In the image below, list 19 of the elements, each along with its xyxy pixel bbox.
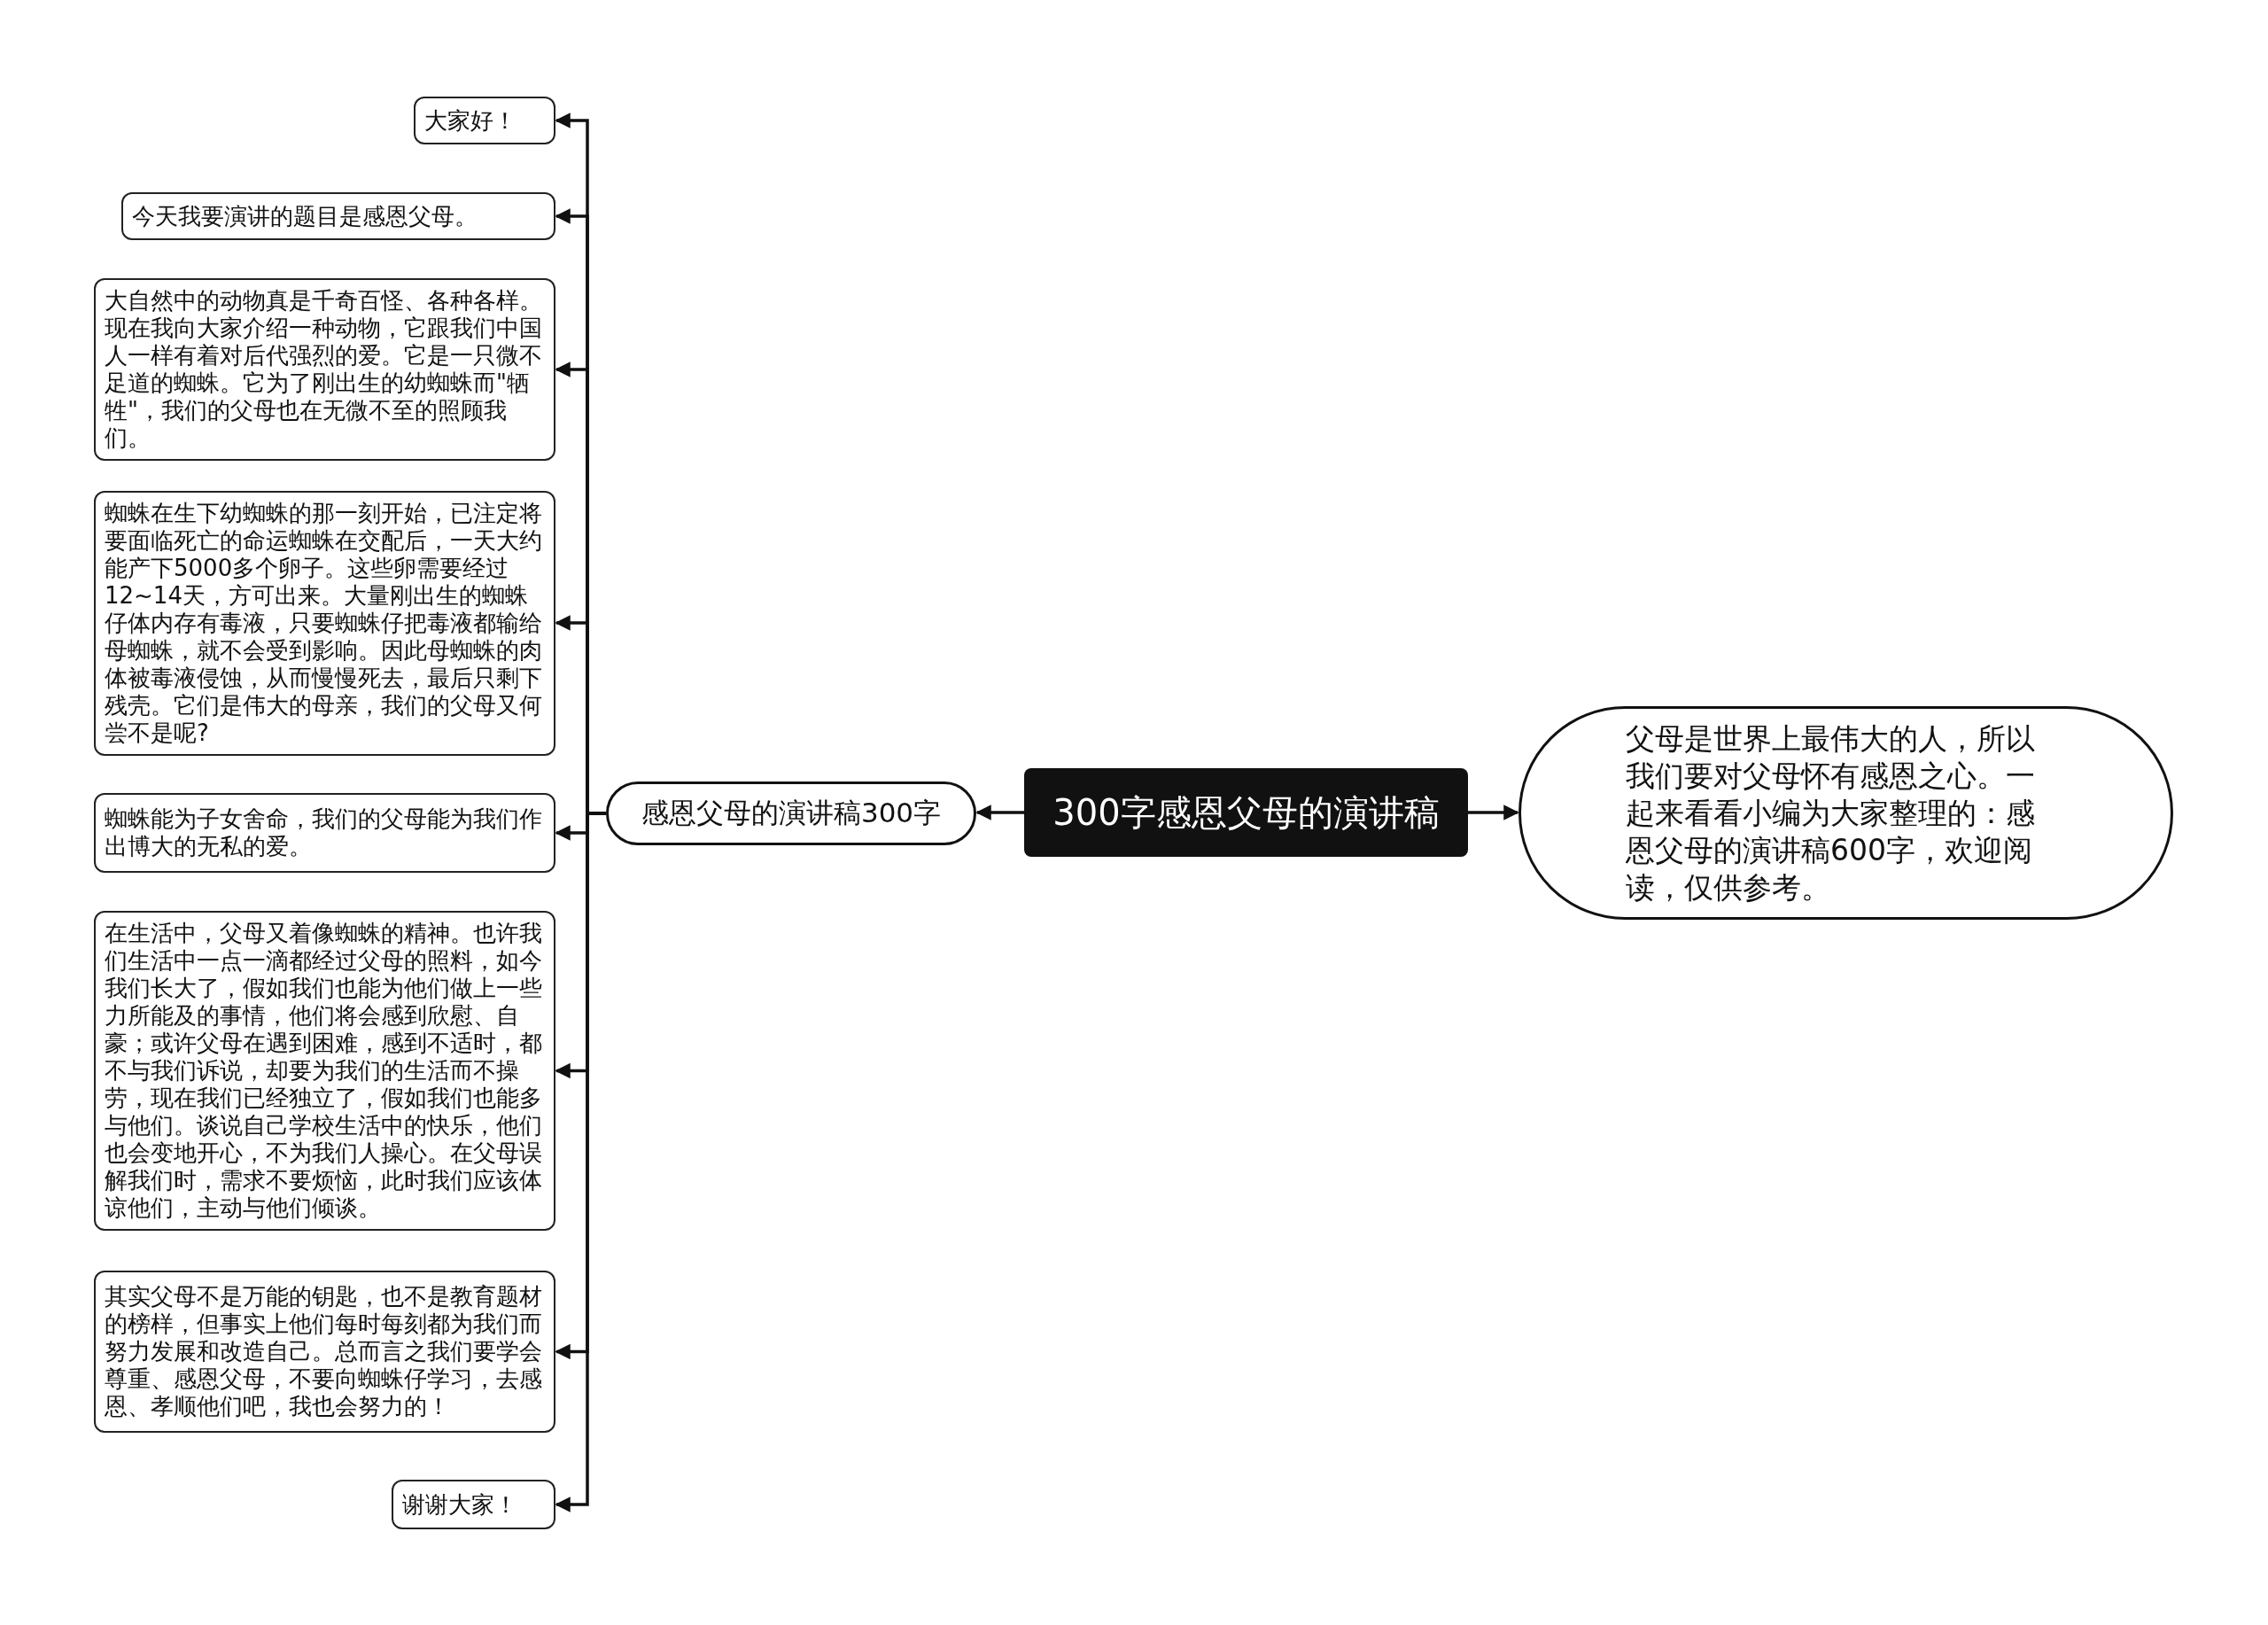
paragraph-box <box>94 1271 555 1433</box>
topic-title: 300字感恩父母的演讲稿 <box>1052 790 1440 835</box>
paragraph-box <box>414 97 555 144</box>
paragraph-text: 在生活中，父母又着像蜘蛛的精神。也许我们生活中一点一滴都经过父母的照料，如今我们长大了，假如我们也能为他们做上一些力所能及的事情，他们将会感到欣慰、自豪；或许父母在遇到困难，感到不适时，都不与我们诉说，却要为我们的生活而不操劳，现在我们已经独立了，假如我们也能多与他们。谈说自己学校生活中的快乐，他们也会变地开心，不为我们人操心。在父母误解我们时，需求不要烦恼，此时我们应该体谅他们，主动与他们倾谈。 <box>105 920 543 1222</box>
paragraph-text: 蜘蛛能为子女舍命，我们的父母能为我们作出博大的无私的爱。 <box>105 805 543 860</box>
paragraph-text: 其实父母不是万能的钥匙，也不是教育题材的榜样，但事实上他们每时每刻都为我们而努力发展和改造自己。总而言之我们要学会尊重、感恩父母，不要向蜘蛛仔学习，去感恩、孝顺他们吧，我也会努力的！ <box>105 1283 543 1420</box>
summary-text: 父母是世界上最伟大的人，所以我们要对父母怀有感恩之心。一起来看看小编为大家整理的：感恩父母的演讲稿600字，欢迎阅读，仅供参考。 <box>1626 719 2036 906</box>
paragraph-box <box>392 1480 555 1529</box>
arrow <box>975 805 1024 820</box>
paragraph-text: 大家好！ <box>424 106 517 135</box>
arrow <box>1468 805 1519 820</box>
paragraph-text: 今天我要演讲的题目是感恩父母。 <box>132 202 478 230</box>
paragraph-text: 谢谢大家！ <box>402 1490 517 1519</box>
paragraph-text: 大自然中的动物真是千奇百怪、各种各样。现在我向大家介绍一种动物，它跟我们中国人一样有着对后代强烈的爱。它是一只微不足道的蜘蛛。它为了刚出生的幼蜘蛛而"牺牲"，我们的父母也在无微不至的照顾我们。 <box>105 287 543 452</box>
subtopic-title: 感恩父母的演讲稿300字 <box>641 796 942 830</box>
paragraph-text: 蜘蛛在生下幼蜘蛛的那一刻开始，已注定将要面临死亡的命运蜘蛛在交配后，一天大约能产下5000多个卵子。这些卵需要经过12~14天，方可出来。大量刚出生的蜘蛛仔体内存有毒液，只要蜘蛛仔把毒液都输给母蜘蛛，就不会受到影响。因此母蜘蛛的肉体被毒液侵蚀，从而慢慢死去，最后只剩下残壳。它们是伟大的母亲，我们的父母又何尝不是呢? <box>105 499 543 747</box>
paragraph-box <box>94 793 555 873</box>
central-topic-box <box>1024 768 1468 857</box>
paragraph-box <box>121 192 555 240</box>
